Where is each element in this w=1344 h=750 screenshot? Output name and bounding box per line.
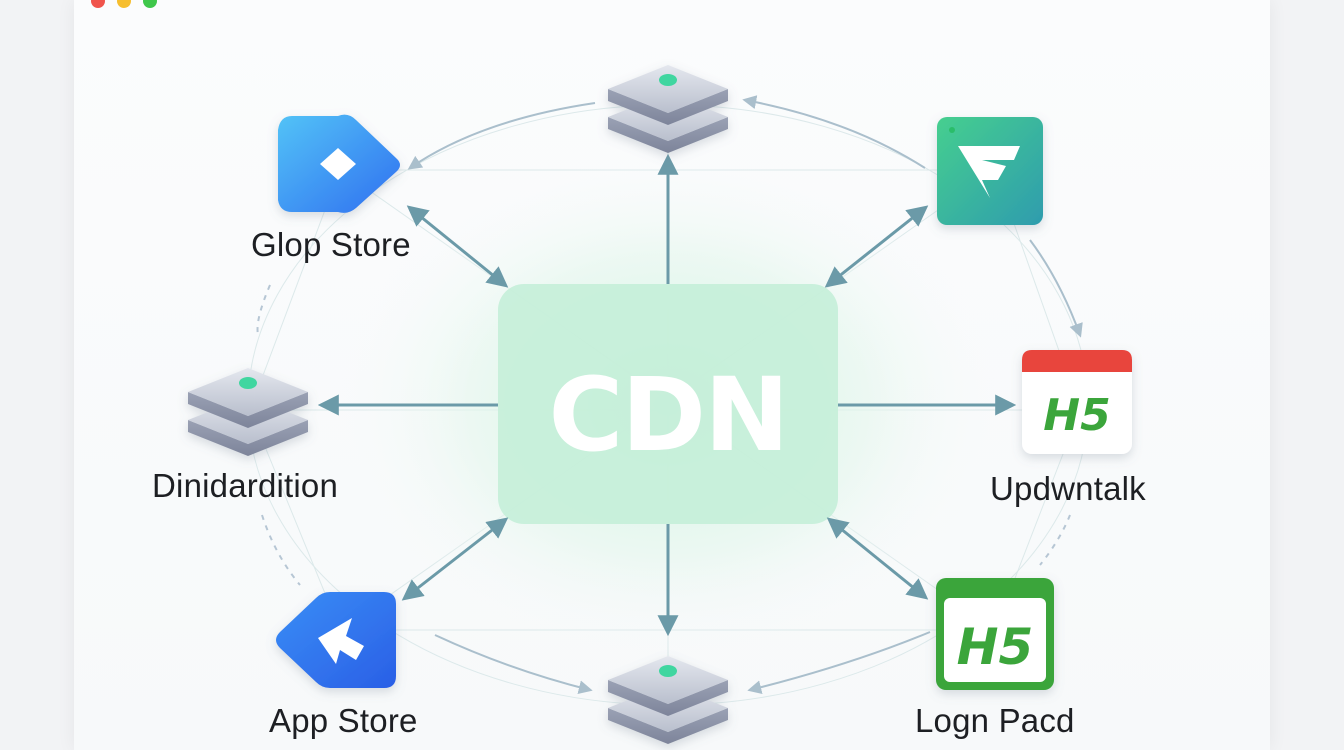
arrow-logn-to-bottom	[747, 631, 931, 695]
dashed-connectors	[256, 284, 1071, 586]
server-stack-icon[interactable]	[608, 656, 728, 744]
outer-curved-arrows	[407, 95, 1083, 695]
window-close-button[interactable]	[91, 0, 105, 8]
arrow-center-glop	[406, 205, 509, 288]
blue-arrow-app-icon[interactable]	[276, 592, 396, 688]
h5-badge-text: H5	[1043, 390, 1110, 441]
green-f-app-icon[interactable]	[937, 117, 1043, 225]
arrow-top-to-glop	[407, 102, 596, 170]
arrow-center-fapp	[824, 205, 929, 288]
arrow-appstore-to-bottom	[434, 634, 593, 695]
window-minimize-button[interactable]	[117, 0, 131, 8]
h5-green-badge-icon[interactable]: H5	[936, 578, 1054, 690]
arrow-fapp-to-h5	[1029, 239, 1083, 338]
arrow-center-appstore	[401, 517, 509, 601]
server-stack-icon[interactable]	[188, 368, 308, 456]
node-label-logn-pacd: Logn Pacd	[915, 702, 1075, 739]
node-label-updwntalk: Updwntalk	[990, 470, 1146, 507]
node-label-dinidardition: Dinidardition	[152, 467, 339, 504]
blue-diamond-app-icon[interactable]	[278, 114, 400, 213]
center-arrows	[317, 153, 1017, 637]
h5-badge-text: H5	[957, 618, 1034, 676]
arrow-center-logn	[826, 517, 929, 600]
node-label-glop-store: Glop Store	[251, 226, 411, 263]
server-stack-icon[interactable]	[608, 65, 728, 153]
window-zoom-button[interactable]	[143, 0, 157, 8]
cdn-center-label: CDN	[549, 356, 788, 475]
node-label-app-store: App Store	[269, 702, 418, 739]
h5-calendar-icon[interactable]: H5	[1022, 350, 1132, 454]
cdn-center-box[interactable]	[498, 284, 838, 524]
arrow-fapp-to-top	[742, 95, 926, 169]
